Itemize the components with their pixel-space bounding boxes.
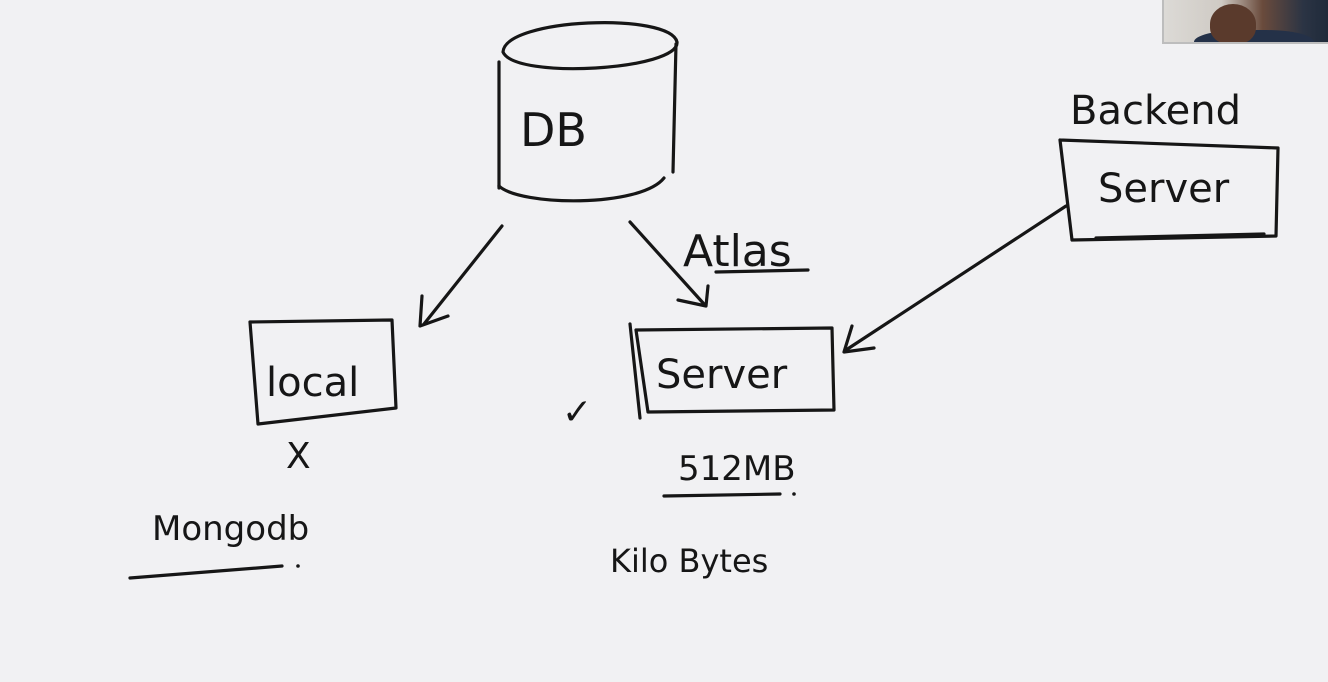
db-label: DB bbox=[520, 103, 587, 157]
storage-label: 512MB bbox=[678, 449, 796, 489]
arrow-backend-to-server bbox=[842, 204, 1068, 354]
backend-label: Backend bbox=[1070, 88, 1241, 134]
atlas-server-box: Server ✓ 512MB Kilo Bytes bbox=[562, 322, 836, 580]
db-cylinder: DB bbox=[497, 21, 679, 203]
local-cross-mark: X bbox=[286, 436, 311, 477]
backend-server-box: Backend Server bbox=[1058, 88, 1280, 242]
arrow-db-to-local bbox=[418, 224, 504, 328]
atlas-server-label: Server bbox=[656, 352, 788, 398]
person-head bbox=[1210, 4, 1256, 42]
mongodb-label: Mongodb bbox=[152, 509, 309, 549]
backend-server-label: Server bbox=[1098, 166, 1230, 212]
arrow-db-to-server bbox=[628, 220, 710, 308]
mongodb-annotation: Mongodb bbox=[128, 509, 309, 580]
atlas-label: Atlas bbox=[683, 226, 792, 277]
check-mark: ✓ bbox=[562, 392, 592, 433]
webcam-video-thumbnail[interactable] bbox=[1162, 0, 1328, 44]
local-label: local bbox=[266, 360, 359, 406]
period-dot bbox=[296, 564, 300, 568]
period-dot bbox=[792, 492, 796, 496]
kilobytes-label: Kilo Bytes bbox=[610, 542, 768, 580]
atlas-annotation: Atlas bbox=[683, 226, 810, 277]
local-box: local X bbox=[248, 318, 398, 477]
